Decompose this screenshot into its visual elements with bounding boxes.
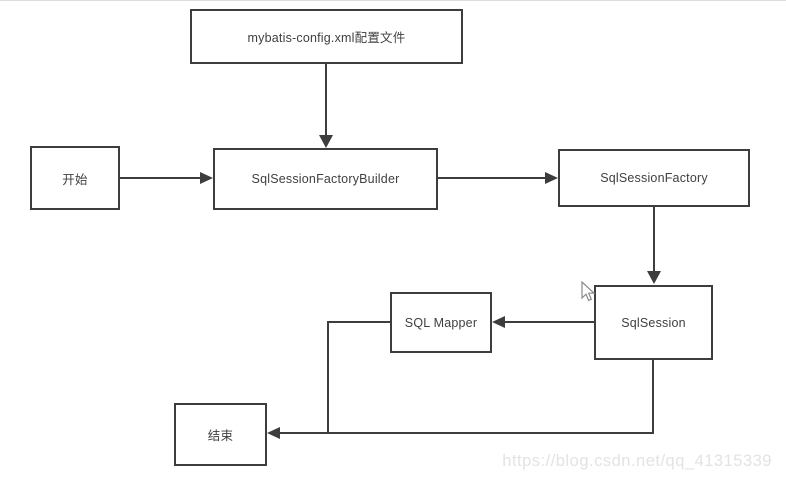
node-sqlsessionfactorybuilder: SqlSessionFactoryBuilder [213, 148, 438, 210]
arrowhead-factory-to-session [647, 271, 661, 284]
connector-session-to-end-horizontal [280, 432, 654, 434]
node-sqlsession: SqlSession [594, 285, 713, 360]
arrowhead-session-to-mapper [492, 316, 505, 328]
connector-session-to-end-vertical [652, 360, 654, 434]
connector-start-to-builder-line [120, 177, 201, 179]
node-config-file: mybatis-config.xml配置文件 [190, 9, 463, 64]
arrowhead-config-to-builder [319, 135, 333, 148]
connector-builder-to-factory-line [438, 177, 545, 179]
node-sqlsessionfactory: SqlSessionFactory [558, 149, 750, 207]
arrowhead-start-to-builder [200, 172, 213, 184]
mouse-cursor-icon [581, 281, 596, 302]
connector-factory-to-session-line [653, 207, 655, 272]
arrowhead-builder-to-factory [545, 172, 558, 184]
connector-mapper-elbow-horizontal [327, 321, 390, 323]
arrowhead-to-end [267, 427, 280, 439]
connector-session-to-mapper-line [505, 321, 594, 323]
screenshot-top-edge [0, 0, 786, 1]
connector-config-to-builder-line [325, 64, 327, 136]
node-start: 开始 [30, 146, 120, 210]
node-sql-mapper: SQL Mapper [390, 292, 492, 353]
node-end: 结束 [174, 403, 267, 466]
watermark-text: https://blog.csdn.net/qq_41315339 [502, 452, 772, 470]
connector-mapper-elbow-vertical [327, 321, 329, 434]
